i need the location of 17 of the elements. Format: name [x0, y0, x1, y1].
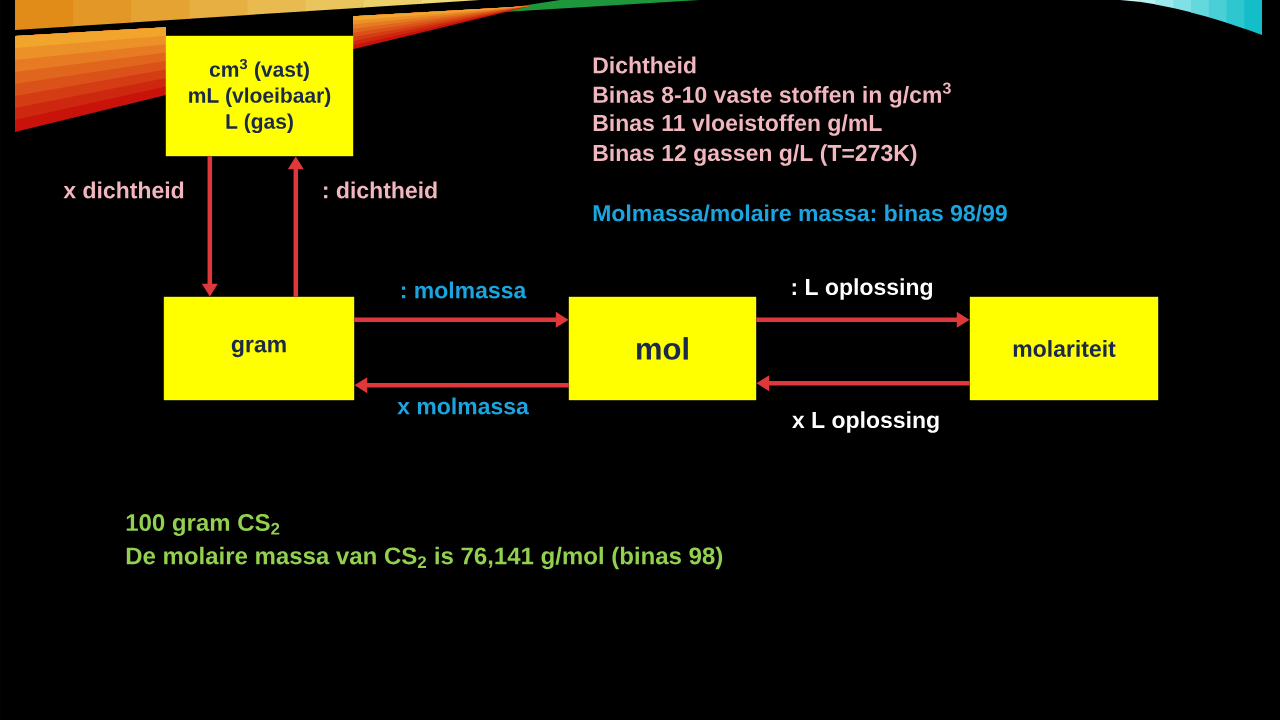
edge-label: x dichtheid	[63, 181, 184, 199]
note-text: Binas 8-10 vaste stoffen in g/cm$^{3}$	[593, 82, 951, 108]
example-text: 100 gram CS$_{2}$	[126, 514, 280, 536]
example-text: De molaire massa van CS$_{2}$ is 76,141 g/mol (binas 98)	[126, 546, 723, 570]
edge-label: : molmassa	[401, 281, 527, 299]
edge-label: x L oplossing	[792, 411, 939, 433]
process-box: cm$^{3}$ (vast) mL (vloeibaar) L (gas)	[165, 35, 354, 157]
note-text: Binas 11 vloeistoffen g/mL	[593, 114, 882, 136]
edge-label: : dichtheid	[324, 181, 437, 199]
edge-label: x molmassa	[397, 397, 529, 415]
edge-label: : L oplossing	[792, 278, 932, 300]
process-box: mol	[568, 296, 757, 401]
process-box: molariteit	[969, 296, 1159, 401]
note-text: Binas 12 gassen g/L (T=273K)	[593, 144, 917, 166]
process-box: gram	[163, 296, 355, 401]
note-text: Molmassa/molaire massa: binas 98/99	[593, 204, 1007, 222]
note-text: Dichtheid	[593, 56, 696, 74]
